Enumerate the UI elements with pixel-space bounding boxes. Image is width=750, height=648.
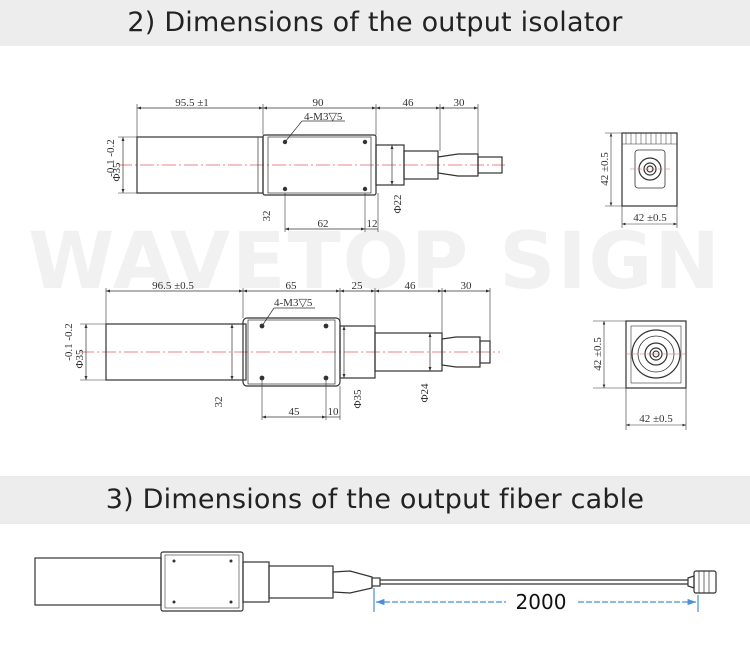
end-view-1 xyxy=(605,132,678,228)
dim-tip-length: 30 xyxy=(454,97,466,109)
dim-screw-spec-2: 4-M3▽5 xyxy=(274,297,313,309)
fiber-cable-drawing xyxy=(34,551,717,612)
dim-collar-length-2: 25 xyxy=(352,280,364,292)
isolator-drawing-2 xyxy=(80,288,500,420)
dim-block-height-2: 32 xyxy=(213,397,225,408)
dim-body-diameter: Φ35 xyxy=(111,162,123,182)
dim-neck-length-2: 46 xyxy=(405,280,417,292)
end-view-2 xyxy=(593,320,688,430)
section-title-fiber-cable: 3) Dimensions of the output fiber cable xyxy=(0,476,750,524)
dim-neck-diameter-2: Φ24 xyxy=(419,383,431,403)
isolator-drawing-2-labels: 96.5 ±0.5 65 25 46 30 4-M3▽5 Φ35 -0.1 -0… xyxy=(63,280,472,418)
dim-end-width-1: 42 ±0.5 xyxy=(633,212,667,224)
isolator-drawing-1-labels: 95.5 ±1 90 46 30 4-M3▽5 Φ35 -0.1 -0.2 32… xyxy=(105,97,465,230)
dim-cable-length: 2000 xyxy=(516,590,567,614)
dim-block-length: 90 xyxy=(313,97,325,109)
cable-length-dimension xyxy=(373,588,699,612)
dim-body-tolerance: -0.1 -0.2 xyxy=(105,139,117,177)
dim-hole-spacing-2: 45 xyxy=(289,406,301,418)
dim-body-tolerance-2: -0.1 -0.2 xyxy=(63,323,75,361)
dim-hole-offset-2: 10 xyxy=(328,406,340,418)
dim-end-height-2: 42 ±0.5 xyxy=(592,337,604,371)
dim-body-length: 95.5 ±1 xyxy=(175,97,209,109)
dim-neck-diameter: Φ22 xyxy=(392,194,404,213)
dim-end-height-1: 42 ±0.5 xyxy=(599,152,611,186)
dim-collar-diameter-2: Φ35 xyxy=(352,389,364,409)
dim-end-width-2: 42 ±0.5 xyxy=(639,413,673,425)
dim-body-length-2: 96.5 ±0.5 xyxy=(152,280,194,292)
dim-block-length-2: 65 xyxy=(286,280,298,292)
dim-screw-spec: 4-M3▽5 xyxy=(304,111,343,123)
section-title-isolator: 2) Dimensions of the output isolator xyxy=(0,0,750,46)
dim-hole-offset: 12 xyxy=(367,218,378,230)
dim-block-height: 32 xyxy=(261,211,273,222)
dim-tip-length-2: 30 xyxy=(461,280,473,292)
dim-neck-length: 46 xyxy=(403,97,415,109)
dim-hole-spacing: 62 xyxy=(318,218,329,230)
dim-body-diameter-2: Φ35 xyxy=(74,349,86,369)
isolator-drawing-1 xyxy=(118,104,505,232)
